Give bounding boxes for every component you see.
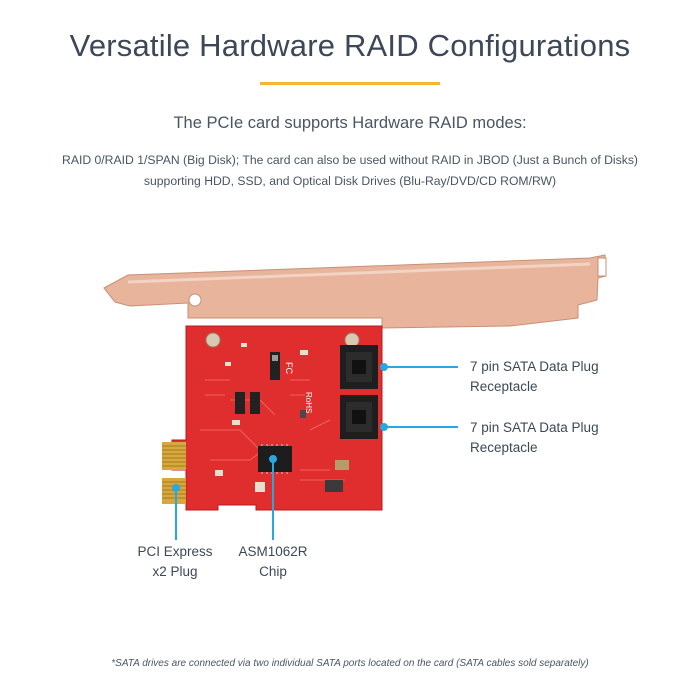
- pcie-gold-fingers: [162, 442, 186, 504]
- callout-sata-port-2: 7 pin SATA Data Plug Receptacle: [470, 420, 599, 455]
- callout-chip: ASM1062R Chip: [238, 544, 308, 579]
- subtitle: The PCIe card supports Hardware RAID mod…: [173, 114, 527, 132]
- circuit-board: FC RoHS: [171, 325, 383, 511]
- sata-port-1: [340, 345, 378, 389]
- sata-port-2: [340, 395, 378, 439]
- footnote: *SATA drives are connected via two indiv…: [111, 658, 589, 669]
- page-title: Versatile Hardware RAID Configurations: [69, 28, 631, 63]
- callout-sata-port-1: 7 pin SATA Data Plug Receptacle: [470, 359, 599, 394]
- mounting-bracket: [103, 254, 607, 329]
- title-accent-rule: [260, 82, 440, 85]
- description: RAID 0/RAID 1/SPAN (Big Disk); The card …: [62, 153, 638, 188]
- rohs-marking: RoHS: [304, 392, 313, 413]
- fcc-marking: FC: [284, 362, 294, 374]
- callout-lines: [172, 363, 458, 540]
- callout-pcie-plug: PCI Express x2 Plug: [137, 544, 213, 579]
